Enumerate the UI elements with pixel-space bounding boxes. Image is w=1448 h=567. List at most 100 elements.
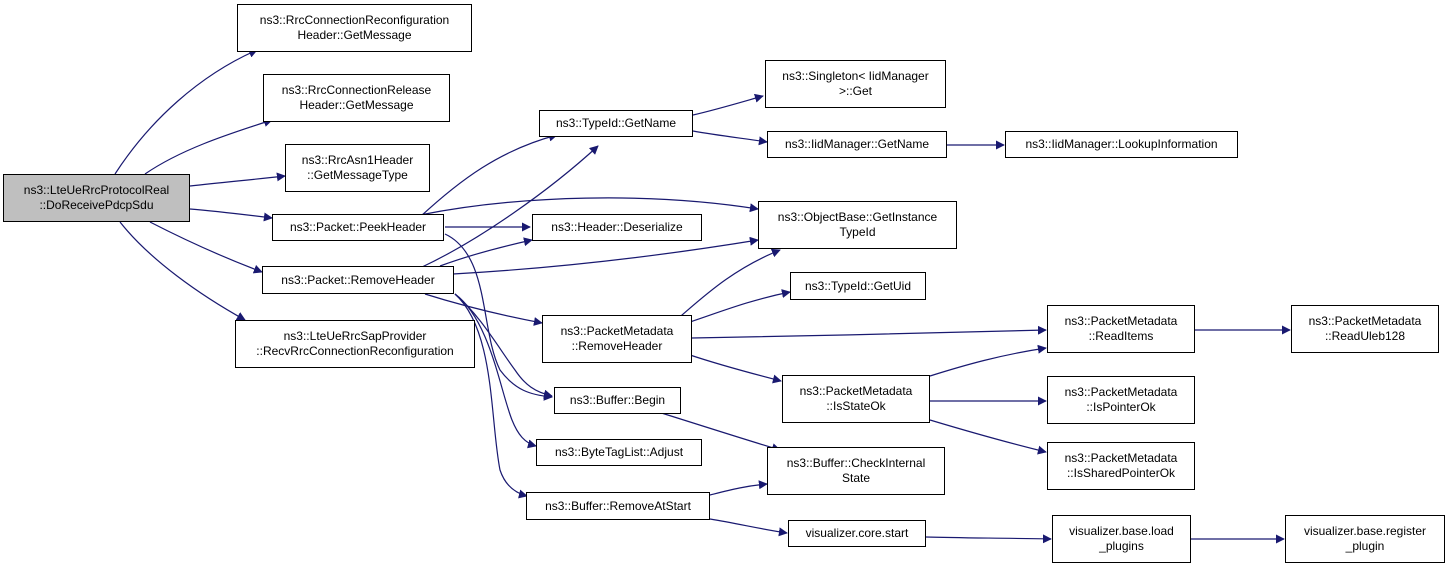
node-label-line: ns3::PacketMetadata	[799, 384, 913, 398]
edge-remove-to-buffer-begin	[454, 293, 553, 399]
node-label-line: visualizer.base.load	[1069, 524, 1174, 538]
edge-root-to-sap-provider	[119, 221, 246, 321]
node-label-line: ns3::Singleton< IidManager	[782, 69, 929, 83]
node-visualizer-core-start[interactable]: visualizer.core.start	[788, 520, 926, 547]
node-label-line: ns3::RrcAsn1Header	[301, 153, 414, 167]
node-packet-metadata-is-shared-pointer-ok[interactable]: ns3::PacketMetadata ::IsSharedPointerOk	[1047, 442, 1195, 490]
node-label-line: ns3::PacketMetadata	[1308, 314, 1422, 328]
edge-root-to-remove-header	[149, 221, 263, 274]
node-label-line: ::IsStateOk	[826, 399, 886, 413]
node-label-line: ns3::IidManager::LookupInformation	[1025, 137, 1218, 151]
node-label-line: _plugin	[1345, 539, 1385, 553]
edge-is-state-ok-to-read-items	[929, 344, 1047, 377]
node-label-line: ns3::Buffer::Begin	[569, 393, 666, 407]
node-buffer-begin[interactable]: ns3::Buffer::Begin	[554, 387, 681, 414]
edge-peek-to-object-base	[419, 197, 759, 216]
node-buffer-check-internal-state[interactable]: ns3::Buffer::CheckInternal State	[767, 447, 945, 495]
edge-buffer-begin-to-check-internal-state	[654, 410, 781, 452]
node-label-line: ns3::IidManager::GetName	[784, 137, 930, 151]
node-label-line: _plugins	[1099, 539, 1144, 553]
edge-remove-to-header-deserialize	[439, 237, 533, 267]
edge-visualizer-core-start-to-load-plugins	[925, 534, 1052, 544]
node-label-line: Header::GetMessage	[297, 28, 412, 42]
node-label-line: ns3::PacketMetadata	[1064, 314, 1178, 328]
edge-remove-at-start-to-visualizer-core-start	[709, 518, 788, 537]
node-label-line: ::IsPointerOk	[1086, 400, 1156, 414]
node-packet-metadata-read-uleb128[interactable]: ns3::PacketMetadata ::ReadUleb128	[1291, 305, 1439, 353]
edge-remove-to-typeid-getname	[419, 145, 599, 269]
node-byte-tag-list-adjust[interactable]: ns3::ByteTagList::Adjust	[536, 439, 702, 466]
node-label-line: ns3::Buffer::RemoveAtStart	[545, 498, 691, 513]
node-label-line: ns3::LteUeRrcSapProvider	[283, 329, 427, 343]
node-label-line: ns3::LteUeRrcProtocolReal	[23, 183, 170, 197]
node-visualizer-base-register-plugin[interactable]: visualizer.base.register _plugin	[1285, 515, 1445, 563]
edge-pm-remove-header-to-is-state-ok	[689, 354, 782, 384]
node-packet-remove-header[interactable]: ns3::Packet::RemoveHeader	[262, 266, 454, 294]
node-visualizer-base-load-plugins[interactable]: visualizer.base.load _plugins	[1052, 515, 1191, 563]
edge-is-state-ok-to-is-shared-pointer-ok	[929, 419, 1047, 455]
node-label-line: ns3::TypeId::GetName	[555, 116, 677, 130]
node-label-line: ns3::ByteTagList::Adjust	[554, 445, 684, 459]
edge-pm-remove-header-to-object-base	[674, 248, 781, 322]
node-label-line: ns3::Packet::PeekHeader	[289, 220, 427, 234]
node-rrc-connection-reconfiguration-get-message[interactable]: ns3::RrcConnectionReconfiguration Header…	[237, 4, 472, 52]
node-packet-metadata-remove-header[interactable]: ns3::PacketMetadata ::RemoveHeader	[542, 315, 692, 363]
node-label-line: ::RecvRrcConnectionReconfiguration	[256, 344, 454, 358]
node-label-line: ns3::PacketMetadata	[1064, 451, 1178, 465]
node-lte-ue-rrc-protocol-real: ns3::LteUeRrcProtocolReal ::DoReceivePdc…	[3, 174, 190, 222]
node-packet-metadata-read-items[interactable]: ns3::PacketMetadata ::ReadItems	[1047, 305, 1195, 353]
edge-pm-remove-header-to-read-items	[691, 325, 1047, 339]
node-lte-ue-rrc-sap-provider-recv[interactable]: ns3::LteUeRrcSapProvider ::RecvRrcConnec…	[235, 320, 475, 368]
node-header-deserialize[interactable]: ns3::Header::Deserialize	[532, 214, 702, 241]
node-label-line: ::RemoveHeader	[571, 339, 663, 353]
node-label-line: visualizer.base.register	[1303, 524, 1427, 538]
node-label-line: ns3::TypeId::GetUid	[804, 278, 912, 293]
node-label-line: ::DoReceivePdcpSdu	[39, 198, 154, 212]
node-label-line: ns3::RrcConnectionReconfiguration	[259, 13, 450, 27]
node-label-line: ns3::ObjectBase::GetInstance	[777, 210, 938, 224]
edge-root-to-rrc-reconfig	[114, 49, 258, 175]
node-packet-metadata-is-pointer-ok[interactable]: ns3::PacketMetadata ::IsPointerOk	[1047, 376, 1195, 424]
node-singleton-iidmanager-get[interactable]: ns3::Singleton< IidManager >::Get	[765, 60, 946, 108]
edge-remove-to-pm-remove-header	[424, 293, 543, 326]
node-rrc-connection-release-get-message[interactable]: ns3::RrcConnectionRelease Header::GetMes…	[263, 74, 450, 122]
edge-peek-to-typeid-getname	[419, 132, 558, 218]
edge-root-to-rrc-release	[144, 118, 273, 175]
node-label-line: ns3::PacketMetadata	[560, 324, 674, 338]
node-iidmanager-lookup-information[interactable]: ns3::IidManager::LookupInformation	[1005, 131, 1238, 158]
node-iidmanager-get-name[interactable]: ns3::IidManager::GetName	[767, 131, 947, 158]
edge-peek-to-buffer-begin	[444, 233, 553, 401]
edge-pm-remove-header-to-get-uid	[689, 289, 791, 323]
edge-root-to-peek-header	[189, 208, 273, 222]
node-object-base-get-instance-typeid[interactable]: ns3::ObjectBase::GetInstance TypeId	[758, 201, 957, 249]
node-packet-peek-header[interactable]: ns3::Packet::PeekHeader	[272, 214, 444, 241]
node-label-line: TypeId	[839, 225, 876, 239]
node-label-line: ::ReadUleb128	[1324, 329, 1406, 343]
node-rrc-asn1-header-get-message-type[interactable]: ns3::RrcAsn1Header ::GetMessageType	[285, 144, 430, 192]
edge-root-to-rrc-asn1	[189, 172, 286, 187]
edge-remove-to-bytetaglist	[454, 293, 537, 449]
edge-typeid-getname-to-singleton	[692, 93, 764, 116]
node-label-line: State	[841, 471, 871, 485]
node-label-line: ::IsSharedPointerOk	[1066, 466, 1176, 480]
node-label-line: ns3::Packet::RemoveHeader	[281, 272, 435, 287]
node-label-line: ns3::RrcConnectionRelease	[281, 83, 432, 97]
node-label-line: ns3::PacketMetadata	[1064, 385, 1178, 399]
node-label-line: visualizer.core.start	[805, 526, 909, 540]
node-label-line: ns3::Buffer::CheckInternal	[786, 456, 926, 470]
node-buffer-remove-at-start[interactable]: ns3::Buffer::RemoveAtStart	[526, 492, 710, 520]
node-packet-metadata-is-state-ok[interactable]: ns3::PacketMetadata ::IsStateOk	[782, 375, 930, 423]
node-label-line: >::Get	[838, 84, 873, 98]
node-typeid-get-name[interactable]: ns3::TypeId::GetName	[539, 110, 693, 137]
node-typeid-get-uid[interactable]: ns3::TypeId::GetUid	[790, 272, 926, 300]
node-label-line: Header::GetMessage	[299, 98, 414, 112]
edge-remove-to-remove-at-start	[454, 293, 528, 499]
node-label-line: ::ReadItems	[1088, 329, 1154, 343]
edge-remove-to-object-base	[452, 236, 759, 275]
edge-remove-at-start-to-check-internal-state	[709, 480, 768, 496]
node-label-line: ::GetMessageType	[307, 168, 408, 182]
edge-typeid-getname-to-iidmanager-getname	[692, 130, 768, 146]
node-label-line: ns3::Header::Deserialize	[551, 220, 683, 234]
